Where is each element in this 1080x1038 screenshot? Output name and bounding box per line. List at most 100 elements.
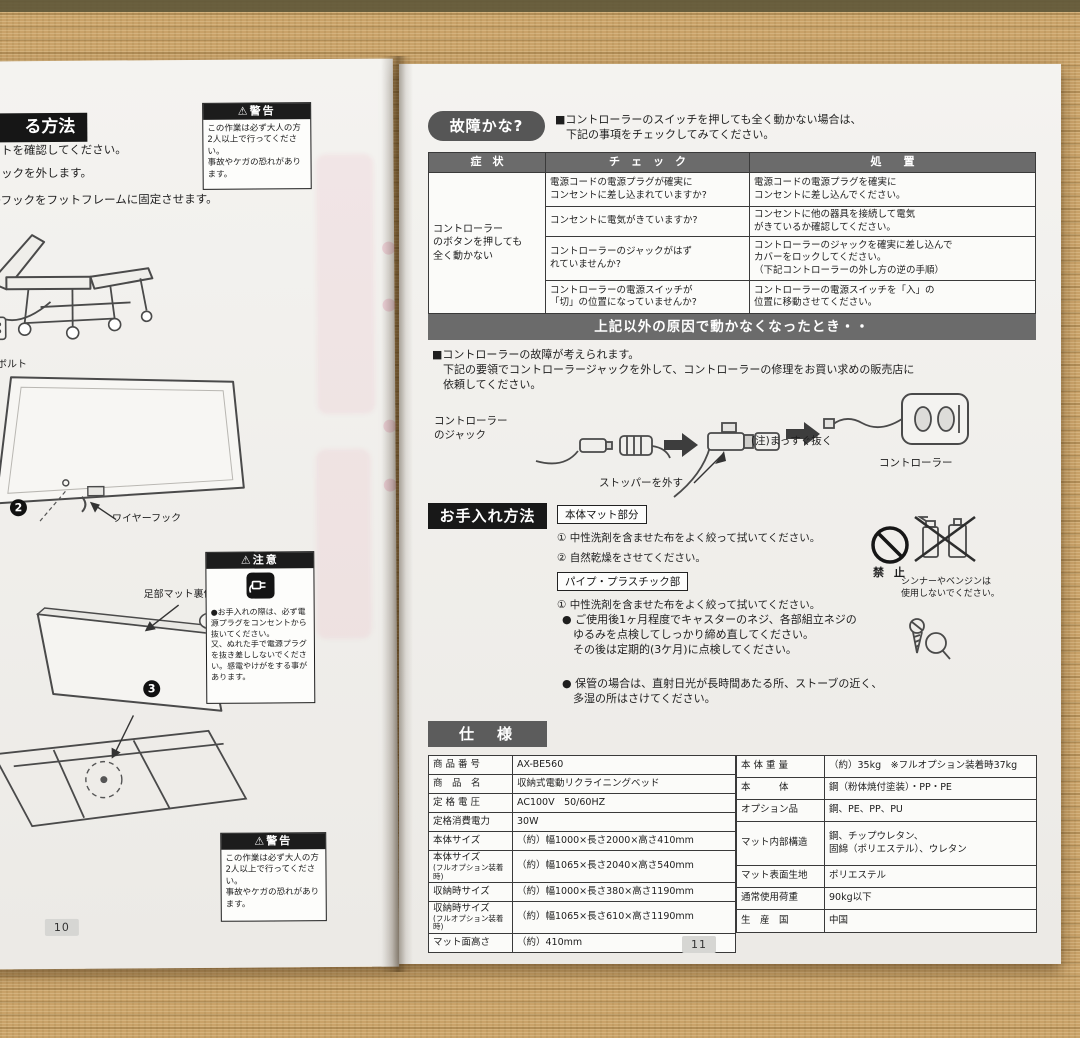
spec-value: 中国 <box>824 909 1037 933</box>
action-cell: 電源コードの電源プラグを確実に コンセントに差し込んでください。 <box>749 172 1036 207</box>
spec-value: AX-BE560 <box>512 755 736 775</box>
manual-page-right: 故障かな? ■コントローラーのスイッチを押しても全く動かない場合は、 下記の事項… <box>399 64 1061 964</box>
warning-title-bar: ⚠警告 <box>203 103 311 120</box>
care-section-mat-title: 本体マット部分 <box>557 505 647 524</box>
jack-label: コントローラー のジャック <box>434 415 508 442</box>
spec-label: 本 体 重 量 <box>736 755 825 778</box>
print-show-through <box>315 448 372 640</box>
check-cell: コンセントに電気がきていますか? <box>545 205 750 238</box>
folded-mattress-illustration <box>0 604 248 828</box>
print-show-through <box>383 478 397 492</box>
print-show-through <box>382 298 396 312</box>
pull-straight-note: (注)まっすぐ抜く <box>751 435 833 447</box>
spec-value: 鋼、PE、PP、PU <box>824 799 1037 822</box>
spec-label: マット表面生地 <box>736 865 825 888</box>
print-show-through <box>315 153 376 415</box>
prohibition-label: 禁 止 <box>873 566 908 579</box>
check-cell: コントローラーの電源スイッチが 「切」の位置になっていませんか? <box>545 280 750 315</box>
step-3-marker: 3 <box>143 680 161 698</box>
warning-title-text: 警告 <box>266 834 293 848</box>
spec-label: 収納時サイズ <box>428 881 513 902</box>
spec-value: 90kg以下 <box>824 887 1037 910</box>
care-bullet-1: ● ご使用後1ヶ月程度でキャスターのネジ、各部組立ネジの ゆるみを点検してしっか… <box>562 613 857 656</box>
spec-value: （約）幅1065×長さ610×高さ1190mm <box>512 900 736 934</box>
warning-triangle-icon: ⚠ <box>237 104 248 118</box>
spec-label: 商 品 名 <box>428 774 513 794</box>
spec-label: 収納時サイズ(フルオプション装着時) <box>428 900 513 934</box>
spec-value: 鋼（粉体焼付塗装）・PP・PE <box>824 777 1037 800</box>
care-bullet-2: ● 保管の場合は、直射日光が長時間あたる所、ストーブの近く、 多湿の所はさけてく… <box>562 677 883 705</box>
warning-title-bar: ⚠警告 <box>221 833 326 850</box>
controller-jack-diagram <box>535 393 969 498</box>
spec-label: マット内部構造 <box>736 821 825 866</box>
column-header-symptom: 症 状 <box>428 152 546 173</box>
left-instruction-line-2: フックを外します。 <box>0 165 93 181</box>
care-item: ① 中性洗剤を含ませた布をよく絞って拭いてください。 <box>557 532 821 544</box>
check-cell: 電源コードの電源プラグが確実に コンセントに差し込まれていますか? <box>545 172 750 207</box>
caution-body-text: ●お手入れの際は、必ず電源プラグをコンセントから抜いてください。 又、ぬれた手で… <box>210 607 308 682</box>
tatami-border <box>0 0 1080 12</box>
caution-title-bar: ⚠注意 <box>206 552 314 569</box>
caution-triangle-icon: ⚠ <box>240 553 251 567</box>
spec-value: 収納式電動リクライニングベッド <box>512 774 736 794</box>
spec-label: オプション品 <box>736 799 825 822</box>
troubleshooting-header: 故障かな? <box>428 111 545 141</box>
warning-box-top: ⚠警告 この作業は必ず大人の方 2人以上で行ってください。 事故やケガの恐れがあ… <box>202 102 312 190</box>
left-instruction-line-1: ットを確認してください。 <box>0 142 127 158</box>
caution-title-text: 注意 <box>252 553 279 567</box>
warning-body-text: この作業は必ず大人の方 2人以上で行ってください。 事故やケガの恐れがあります。 <box>225 853 320 910</box>
mattress-illustration <box>0 376 245 522</box>
stopper-label: ストッパーを外す <box>599 477 683 489</box>
symptom-cell: コントローラー のボタンを押しても 全く動かない <box>428 171 546 315</box>
foot-mat-label: 足部マット裏側 <box>143 588 214 601</box>
spec-label: 本体サイズ(フルオプション装着時) <box>428 850 513 883</box>
other-cause-banner: 上記以外の原因で動かなくなったとき・・ <box>428 314 1036 340</box>
column-header-check: チ ェ ッ ク <box>545 152 750 173</box>
print-show-through <box>382 241 396 255</box>
warning-body-text: この作業は必ず大人の方 2人以上で行ってください。 事故やケガの恐れがあります。 <box>207 123 302 180</box>
care-header: お手入れ方法 <box>428 503 547 529</box>
page-number-right: 11 <box>682 936 716 953</box>
care-item: ② 自然乾燥をさせてください。 <box>557 552 706 564</box>
other-cause-paragraph: ■コントローラーの故障が考えられます。 下記の要領でコントローラージャックを外し… <box>432 348 915 391</box>
unplug-pictogram-icon <box>206 568 313 604</box>
screw-check-icon <box>909 618 951 660</box>
print-show-through <box>383 419 397 433</box>
troubleshooting-table: 症 状 チ ェ ッ ク 処 置 コントローラー のボタンを押しても 全く動かない… <box>428 152 1036 315</box>
spec-value: （約）幅1000×長さ2000×高さ410mm <box>512 831 736 851</box>
care-section-pipe-title: パイプ・プラスチック部 <box>557 572 689 591</box>
column-header-action: 処 置 <box>749 152 1036 173</box>
controller-label: コントローラー <box>879 457 953 469</box>
spec-value: （約）幅1000×長さ380×高さ1190mm <box>512 881 736 902</box>
spec-label: 通常使用荷重 <box>736 887 825 910</box>
spec-label: 本体サイズ <box>428 831 513 851</box>
troubleshooting-note: ■コントローラーのスイッチを押しても全く動かない場合は、 下記の事項をチェックし… <box>555 113 862 141</box>
bed-illustration <box>0 234 154 341</box>
spec-value: （約）幅1065×長さ2040×高さ540mm <box>512 850 736 883</box>
page-number-left: 10 <box>44 918 79 937</box>
warning-title-text: 警告 <box>249 104 276 118</box>
warning-box-bottom: ⚠警告 この作業は必ず大人の方 2人以上で行ってください。 事故やケガの恐れがあ… <box>220 832 327 922</box>
step-2-marker: 2 <box>9 499 28 517</box>
prohibition-icon <box>871 526 909 564</box>
spec-value: AC100V 50/60HZ <box>512 793 736 813</box>
spec-label: 商 品 番 号 <box>428 755 513 775</box>
spec-table-right: 本 体 重 量（約）35kg ※フルオプション装着時37kg 本 体鋼（粉体焼付… <box>736 755 1037 933</box>
spec-label: 本 体 <box>736 777 825 800</box>
spec-value: （約）35kg ※フルオプション装着時37kg <box>824 755 1037 778</box>
action-cell: コントローラーのジャックを確実に差し込んで カバーをロックしてください。 （下記… <box>749 236 1036 282</box>
spec-value: ポリエステル <box>824 865 1037 888</box>
check-cell: コントローラーのジャックがはず れていませんか? <box>545 236 750 282</box>
spec-header: 仕 様 <box>428 721 547 747</box>
spec-value: （約）410mm <box>512 932 736 953</box>
spec-label: 生 産 国 <box>736 909 825 933</box>
thinner-note: シンナーやベンジンは 使用しないでください。 <box>901 577 1000 600</box>
left-section-header: る方法 <box>0 112 88 143</box>
action-cell: コンセントに他の器具を接続して電気 がきているか確認してください。 <box>749 205 1036 238</box>
spec-label: 定 格 電 圧 <box>428 793 513 813</box>
warning-triangle-icon: ⚠ <box>254 834 265 848</box>
no-thinner-benzine-icon <box>914 515 976 563</box>
